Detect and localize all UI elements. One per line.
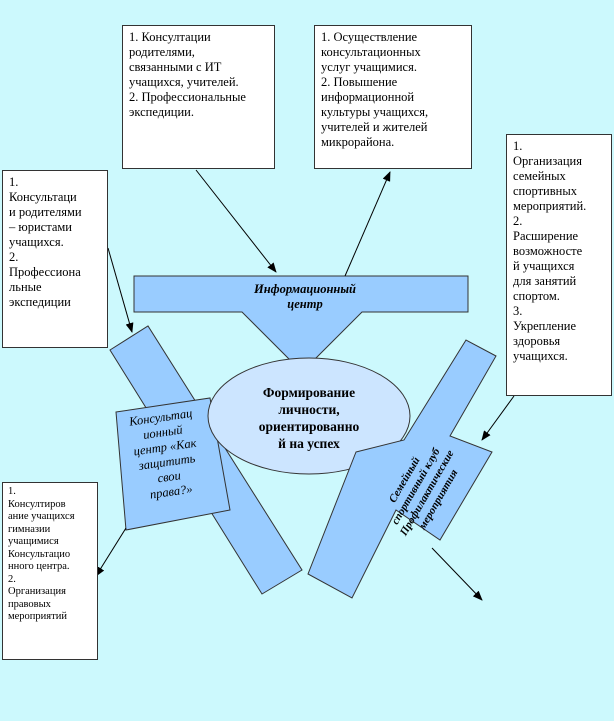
consult-center-arrow (109, 325, 303, 595)
top-left-box: 1. Консултации родителями, связанными с … (122, 25, 275, 169)
connector-info-to-topright (344, 171, 391, 277)
center-ellipse (207, 357, 411, 475)
top-right-box: 1. Осуществление консультационных услуг … (314, 25, 472, 169)
sport-club-arrow (307, 339, 497, 599)
consult-center-label: Консультац ионный центр «Как защитить св… (128, 406, 198, 502)
center-label: Формирование личности, ориентированно й … (258, 385, 360, 451)
info-center-label: Информационный центр (254, 282, 356, 311)
left-mid-box: 1. Консультаци и родителями – юристами у… (2, 170, 108, 348)
right-mid-box: 1. Организация семейных спортивных мероп… (506, 134, 612, 396)
info-center-arrow (133, 275, 469, 373)
connector-consult-to-bottomleft (95, 527, 127, 577)
bottom-left-box: 1. Консултиров ание учащихся гимназии уч… (2, 482, 98, 660)
connector-sport-outward (431, 547, 483, 601)
connector-rightbox-to-sport (481, 395, 515, 441)
connector-leftbox-to-consult (107, 247, 134, 333)
connector-topleft-to-info (195, 169, 277, 273)
